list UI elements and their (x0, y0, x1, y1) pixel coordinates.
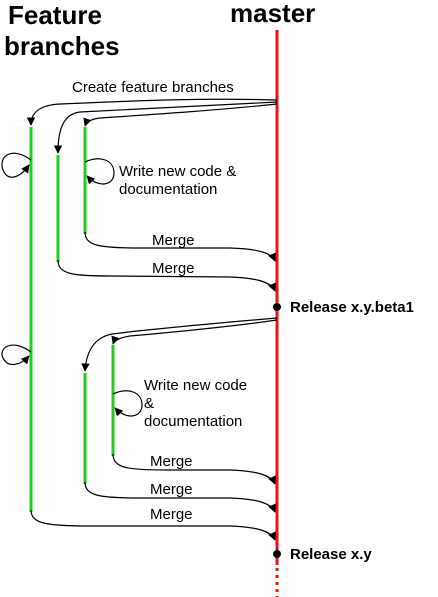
merge-arrow-branch-5 (112, 453, 276, 485)
self-loop-branch-3 (84, 158, 115, 185)
feature-branches-header-line2: branches (4, 31, 120, 61)
write-code-label-1-line2: documentation (119, 181, 217, 198)
merge-arrow-branch-3 (84, 231, 276, 262)
release-beta-dot (273, 303, 281, 311)
release-final-label: Release x.y (290, 546, 372, 563)
release-beta-label: Release x.y.beta1 (290, 299, 414, 316)
self-loop-branch-5 (112, 390, 143, 417)
merge-label-4: Merge (150, 481, 193, 498)
master-header: master (230, 0, 315, 28)
merge-arrow-branch-2 (57, 259, 276, 292)
feature-branches-header-line1: Feature (8, 0, 102, 30)
self-loop-branch-1-top (1, 152, 32, 178)
merge-arrow-branch-1 (30, 509, 276, 541)
write-code-label-2-line1: Write new code (144, 377, 247, 394)
write-code-label-2-line3: documentation (144, 413, 242, 430)
create-arrow-branch-2 (53, 101, 278, 154)
merge-arrow-branch-4 (84, 481, 276, 513)
self-loop-branch-1-bottom (1, 344, 32, 366)
release-final-dot (273, 550, 281, 558)
create-feature-branches-label: Create feature branches (72, 79, 234, 96)
merge-label-5: Merge (150, 506, 193, 523)
create-arrow-branch-3 (83, 103, 278, 127)
write-code-label-1-line1: Write new code & (119, 163, 236, 180)
merge-label-3: Merge (150, 453, 193, 470)
merge-label-1: Merge (152, 232, 195, 249)
create-arrow-branch-1 (26, 98, 278, 126)
write-code-label-2-line2: & (144, 395, 154, 412)
create-arrow-branch-5 (111, 319, 278, 345)
create-arrow-branch-4 (81, 317, 278, 372)
merge-label-2: Merge (152, 260, 195, 277)
